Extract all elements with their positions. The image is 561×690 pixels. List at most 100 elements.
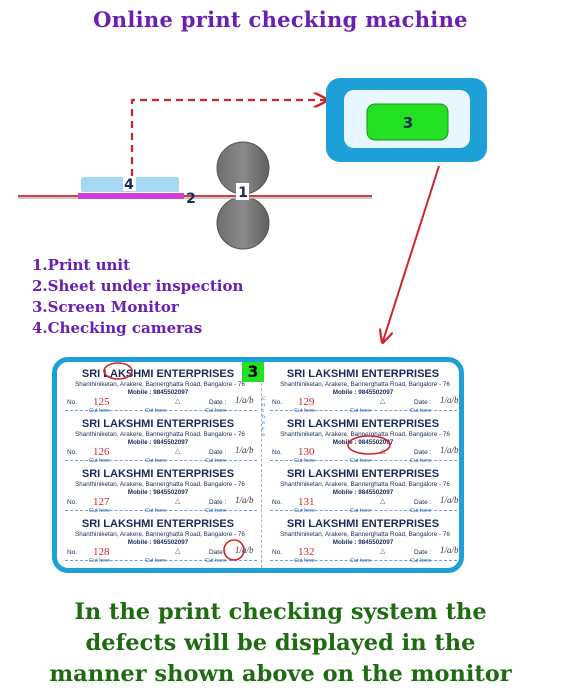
ticket-mobile: Mobile : 9845502097 <box>332 489 394 496</box>
ticket-cut-line <box>65 510 257 511</box>
ticket-cut-label: Cut here <box>205 408 227 414</box>
bottom-caption: In the print checking system the defects… <box>0 597 561 690</box>
ticket-address: Shanthiniketan, Arakere, Bannerghatta Ro… <box>75 431 245 438</box>
ticket-company: SRI LAKSHMI ENTERPRISES <box>81 418 235 430</box>
ticket-cut-label: Cut here <box>410 508 432 514</box>
ticket-no-label: No. <box>67 499 78 506</box>
label-camera: 4 <box>124 177 134 193</box>
ticket-cut-label: Cut here <box>89 458 111 464</box>
ticket-cut-label: Cut here <box>350 558 372 564</box>
monitor-badge: 3 <box>242 362 264 382</box>
warning-triangle-icon: △ <box>380 448 386 455</box>
ticket-mobile: Mobile : 9845502097 <box>332 539 394 546</box>
ticket-number: 126 <box>93 446 110 458</box>
bottom-caption-line-3: manner shown above on the monitor <box>49 661 512 687</box>
ticket-number: 132 <box>298 546 315 558</box>
warning-triangle-icon: △ <box>175 498 181 505</box>
ticket-mobile: Mobile : 9845502097 <box>127 439 189 446</box>
ticket-no-label: No. <box>272 549 283 556</box>
label-monitor: 3 <box>403 114 413 132</box>
ticket-cut-label: Cut here <box>294 458 316 464</box>
ticket-cut-line <box>270 510 459 511</box>
ticket-cut-label: Cut here <box>350 458 372 464</box>
ticket-mobile: Mobile : 9845502097 <box>332 389 394 396</box>
ticket-number: 125 <box>93 396 110 408</box>
legend: 1.Print unit 2.Sheet under inspection 3.… <box>32 255 243 339</box>
ticket-company: SRI LAKSHMI ENTERPRISES <box>286 468 440 480</box>
warning-triangle-icon: △ <box>175 548 181 555</box>
inspection-sheet <box>78 193 184 199</box>
ticket-number: 131 <box>298 496 315 508</box>
ticket-address: Shanthiniketan, Arakere, Bannerghatta Ro… <box>280 481 450 488</box>
ticket-cut-label: Cut here <box>410 408 432 414</box>
ticket-cut-label: Cut here <box>145 558 167 564</box>
ticket-cut-label: Cut here <box>410 458 432 464</box>
ticket-date-label: Date : <box>209 549 227 556</box>
bottom-caption-line-2: defects will be displayed in the <box>85 630 476 656</box>
ticket-cut-label: Cut here <box>145 508 167 514</box>
ticket-date-label: Date : <box>414 549 432 556</box>
ticket-company: SRI LAKSHMI ENTERPRISES <box>286 418 440 430</box>
ticket-cut-label: Cut here <box>350 408 372 414</box>
ticket-number: 128 <box>93 546 110 558</box>
ticket-address: Shanthiniketan, Arakere, Bannerghatta Ro… <box>75 381 245 388</box>
ticket-address: Shanthiniketan, Arakere, Bannerghatta Ro… <box>280 531 450 538</box>
ticket-mobile: Mobile : 9845502097 <box>127 489 189 496</box>
ticket-cut-line <box>270 460 459 461</box>
ticket-cut-label: Cut here <box>145 408 167 414</box>
ticket-date-label: Date : <box>209 399 227 406</box>
ticket-cut-line <box>65 410 257 411</box>
ticket-address: Shanthiniketan, Arakere, Bannerghatta Ro… <box>75 481 245 488</box>
ticket-number: 127 <box>93 496 110 508</box>
print-roller-bottom <box>216 196 270 250</box>
ticket-no-label: No. <box>67 549 78 556</box>
ticket-cut-label: Cut here <box>294 508 316 514</box>
ticket-company: SRI LAKSHMI ENTERPRISES <box>81 518 235 530</box>
ticket-cut-label: Cut here <box>294 408 316 414</box>
ticket-cut-label: Cut here <box>205 558 227 564</box>
label-sheet: 2 <box>186 191 196 207</box>
legend-item-monitor: 3.Screen Monitor <box>32 298 179 316</box>
ticket-mobile: Mobile : 9845502097 <box>127 389 189 396</box>
ticket-cut-label: Cut here <box>410 558 432 564</box>
ticket-company: SRI LAKSHMI ENTERPRISES <box>286 368 440 380</box>
ticket-signature: 1/a/b <box>235 545 254 555</box>
ticket-no-label: No. <box>67 399 78 406</box>
ticket-date-label: Date : <box>209 449 227 456</box>
ticket-no-label: No. <box>272 399 283 406</box>
monitor-to-display-arrow <box>383 165 440 341</box>
ticket-no-label: No. <box>272 449 283 456</box>
ticket-cut-label: Cut here <box>205 458 227 464</box>
ticket-signature: 1/a/b <box>235 445 254 455</box>
camera-signal-path <box>130 100 326 176</box>
ticket-number: 129 <box>298 396 315 408</box>
legend-item-sheet: 2.Sheet under inspection <box>32 277 244 295</box>
legend-item-print-unit: 1.Print unit <box>32 256 131 274</box>
ticket-address: Shanthiniketan, Arakere, Bannerghatta Ro… <box>280 431 450 438</box>
ticket-cut-line <box>270 410 459 411</box>
ticket-company: SRI LAKSHMI ENTERPRISES <box>286 518 440 530</box>
ticket-signature: 1/a/b <box>440 495 459 505</box>
ticket-number: 130 <box>298 446 315 458</box>
ticket-cut-label: Cut here <box>350 508 372 514</box>
ticket-cut-label: Cut here <box>294 558 316 564</box>
ticket-address: Shanthiniketan, Arakere, Bannerghatta Ro… <box>280 381 450 388</box>
label-print-unit-bg <box>236 183 249 200</box>
bottom-caption-line-1: In the print checking system the <box>74 599 487 625</box>
label-print-unit: 1 <box>238 185 248 201</box>
ticket-cut-line <box>65 460 257 461</box>
page-title: Online print checking machine <box>93 7 468 32</box>
ticket-no-label: No. <box>67 449 78 456</box>
ticket-date-label: Date : <box>414 499 432 506</box>
ticket-signature: 1/a/b <box>440 545 459 555</box>
label-camera-bg <box>123 177 136 191</box>
ticket-mobile: Mobile : 9845502097 <box>127 539 189 546</box>
